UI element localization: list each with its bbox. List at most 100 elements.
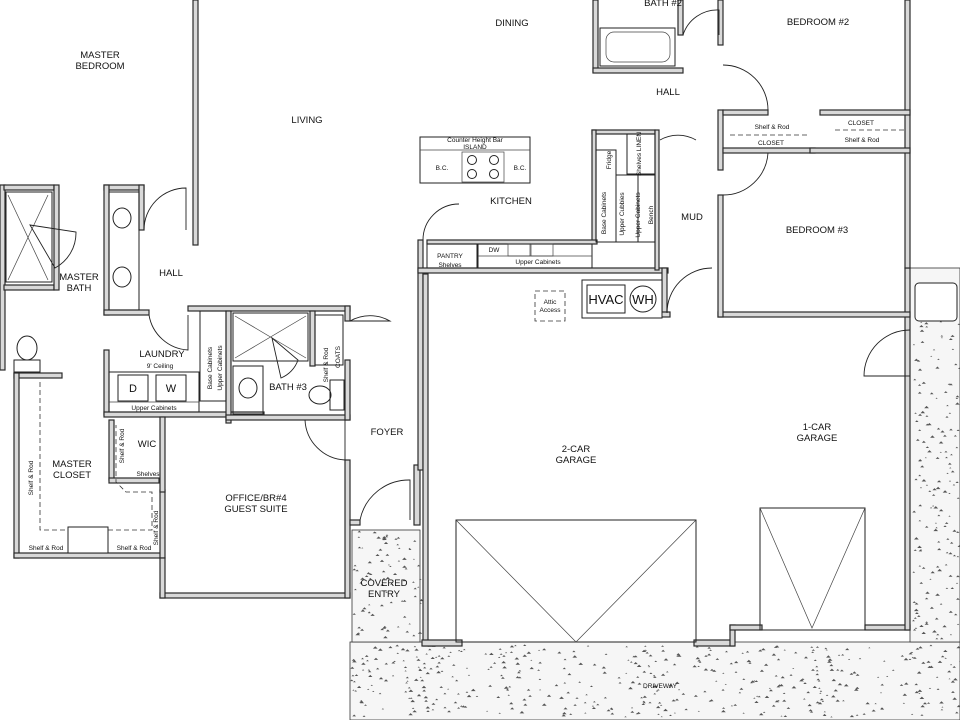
concrete-speckle	[916, 438, 920, 441]
concrete-speckle	[945, 587, 949, 589]
concrete-speckle	[812, 685, 817, 688]
concrete-speckle	[880, 707, 885, 710]
concrete-speckle	[807, 704, 812, 707]
concrete-speckle	[801, 678, 805, 680]
concrete-speckle	[919, 624, 924, 627]
concrete-speckle	[539, 689, 542, 691]
concrete-speckle	[360, 628, 365, 631]
concrete-speckle	[952, 554, 957, 557]
concrete-speckle	[924, 622, 929, 625]
concrete-speckle	[920, 410, 926, 414]
concrete-speckle	[378, 677, 384, 680]
dryer-label: D	[129, 383, 137, 395]
concrete-speckle	[633, 662, 638, 665]
concrete-speckle	[678, 689, 681, 691]
concrete-speckle	[642, 701, 646, 704]
concrete-speckle	[447, 710, 451, 713]
kitchen-counter	[426, 133, 656, 269]
concrete-speckle	[355, 569, 359, 572]
concrete-speckle	[924, 322, 929, 325]
concrete-speckle	[948, 678, 951, 680]
concrete-speckle	[703, 668, 709, 671]
concrete-speckle	[792, 667, 795, 669]
concrete-speckle	[937, 480, 942, 483]
concrete-speckle	[947, 383, 951, 385]
concrete-speckle	[912, 601, 916, 603]
concrete-speckle	[465, 667, 469, 669]
concrete-speckle	[868, 647, 871, 649]
concrete-speckle	[695, 645, 699, 648]
concrete-speckle	[412, 710, 417, 713]
concrete-speckle	[739, 687, 744, 690]
concrete-speckle	[945, 551, 949, 554]
bedroom2-closet-label: CLOSET	[848, 120, 874, 127]
concrete-speckle	[372, 646, 378, 649]
concrete-speckle	[367, 670, 372, 673]
concrete-speckle	[351, 658, 356, 661]
concrete-speckle	[443, 706, 447, 709]
concrete-speckle	[538, 649, 541, 651]
concrete-speckle	[697, 659, 701, 662]
concrete-speckle	[442, 646, 446, 649]
concrete-speckle	[561, 714, 566, 717]
concrete-speckle	[361, 657, 364, 660]
concrete-speckle	[423, 666, 427, 669]
concrete-speckle	[359, 581, 363, 584]
concrete-speckle	[945, 456, 948, 459]
concrete-speckle	[913, 656, 917, 659]
hvac-label: HVAC	[588, 292, 623, 307]
concrete-speckle	[416, 694, 422, 697]
concrete-speckle	[509, 651, 514, 653]
concrete-speckle	[949, 428, 953, 431]
concrete-speckle	[502, 655, 506, 657]
concrete-speckle	[948, 412, 952, 414]
concrete-speckle	[957, 545, 960, 547]
concrete-speckle	[715, 658, 720, 660]
wic-shelf-rod-lower-label: Shelf & Rod	[153, 510, 160, 545]
concrete-speckle	[663, 708, 668, 712]
concrete-speckle	[526, 651, 532, 654]
concrete-speckle	[952, 665, 956, 668]
concrete-speckle	[946, 538, 950, 540]
master-closet-shelf-rod-right-label: Shelf & Rod	[117, 545, 152, 552]
concrete-speckle	[956, 597, 960, 600]
concrete-speckle	[753, 680, 756, 682]
bedroom3-label: BEDROOM #3	[786, 225, 848, 236]
concrete-speckle	[470, 688, 476, 692]
concrete-speckle	[815, 665, 819, 668]
concrete-speckle	[935, 527, 938, 529]
concrete-speckle	[712, 669, 717, 672]
concrete-speckle	[378, 692, 382, 695]
concrete-speckle	[929, 578, 932, 580]
covered-entry-slab	[351, 529, 421, 643]
concrete-speckle	[451, 675, 454, 678]
concrete-speckle	[648, 654, 653, 657]
concrete-speckle	[937, 660, 943, 663]
concrete-speckle	[880, 683, 884, 686]
concrete-speckle	[563, 658, 567, 661]
concrete-speckle	[921, 479, 927, 482]
concrete-speckle	[777, 699, 780, 702]
concrete-speckle	[862, 713, 866, 715]
concrete-speckle	[745, 650, 750, 653]
concrete-speckle	[405, 630, 410, 633]
concrete-speckle	[950, 587, 954, 589]
concrete-speckle	[938, 441, 944, 444]
concrete-speckle	[920, 465, 925, 468]
concrete-speckle	[417, 564, 421, 567]
concrete-speckle	[653, 693, 657, 695]
concrete-speckle	[746, 659, 752, 663]
concrete-speckle	[871, 709, 876, 712]
concrete-speckle	[929, 606, 934, 609]
concrete-speckle	[929, 392, 934, 395]
concrete-speckle	[944, 522, 949, 524]
concrete-speckle	[562, 712, 567, 715]
concrete-speckle	[466, 694, 472, 698]
concrete-speckle	[590, 685, 593, 687]
concrete-speckle	[410, 699, 415, 703]
concrete-speckle	[837, 654, 841, 656]
